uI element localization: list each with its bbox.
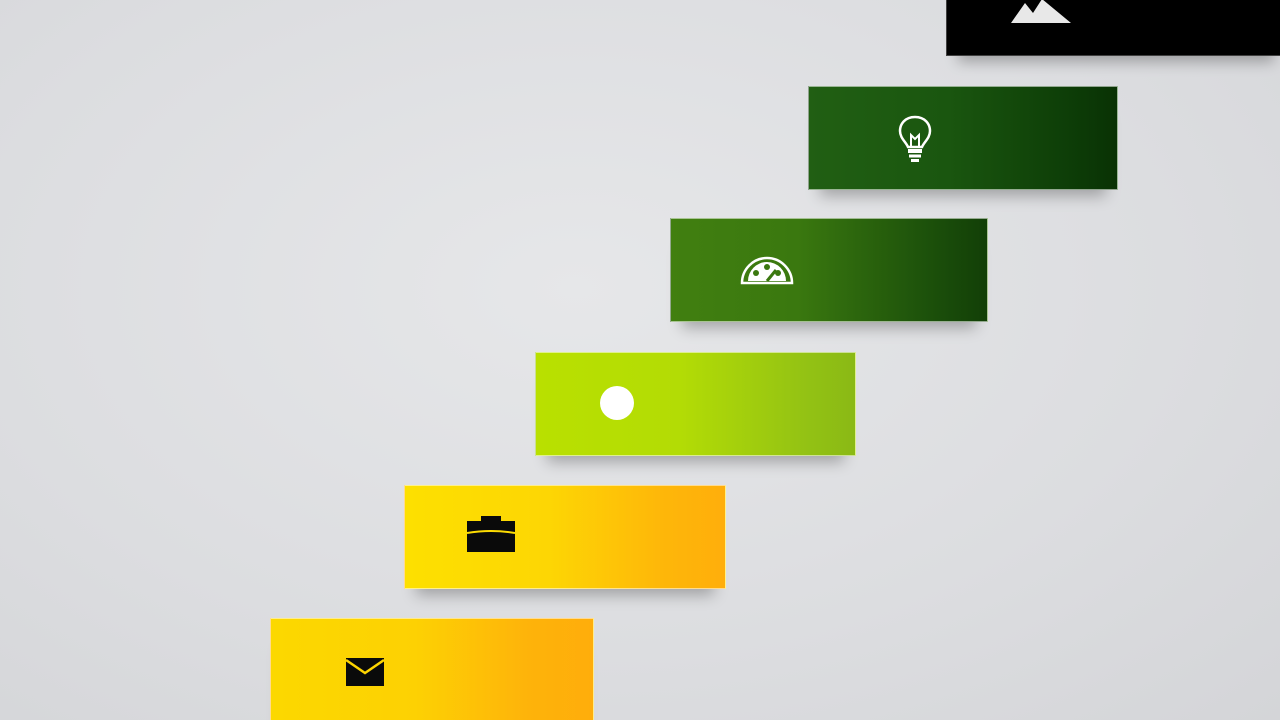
lightbulb-icon: [898, 115, 932, 162]
step-block-5: [808, 86, 1118, 190]
dot-icon: [600, 386, 634, 420]
step-block-6: [946, 0, 1280, 56]
step-block-3: [535, 352, 856, 456]
mountain-icon: [1011, 0, 1071, 23]
briefcase-icon: [467, 516, 515, 552]
envelope-icon: [345, 658, 385, 686]
step-block-1: [270, 618, 594, 720]
step-block-2: [404, 485, 726, 589]
gauge-icon: [740, 256, 794, 285]
step-block-4: [670, 218, 988, 322]
